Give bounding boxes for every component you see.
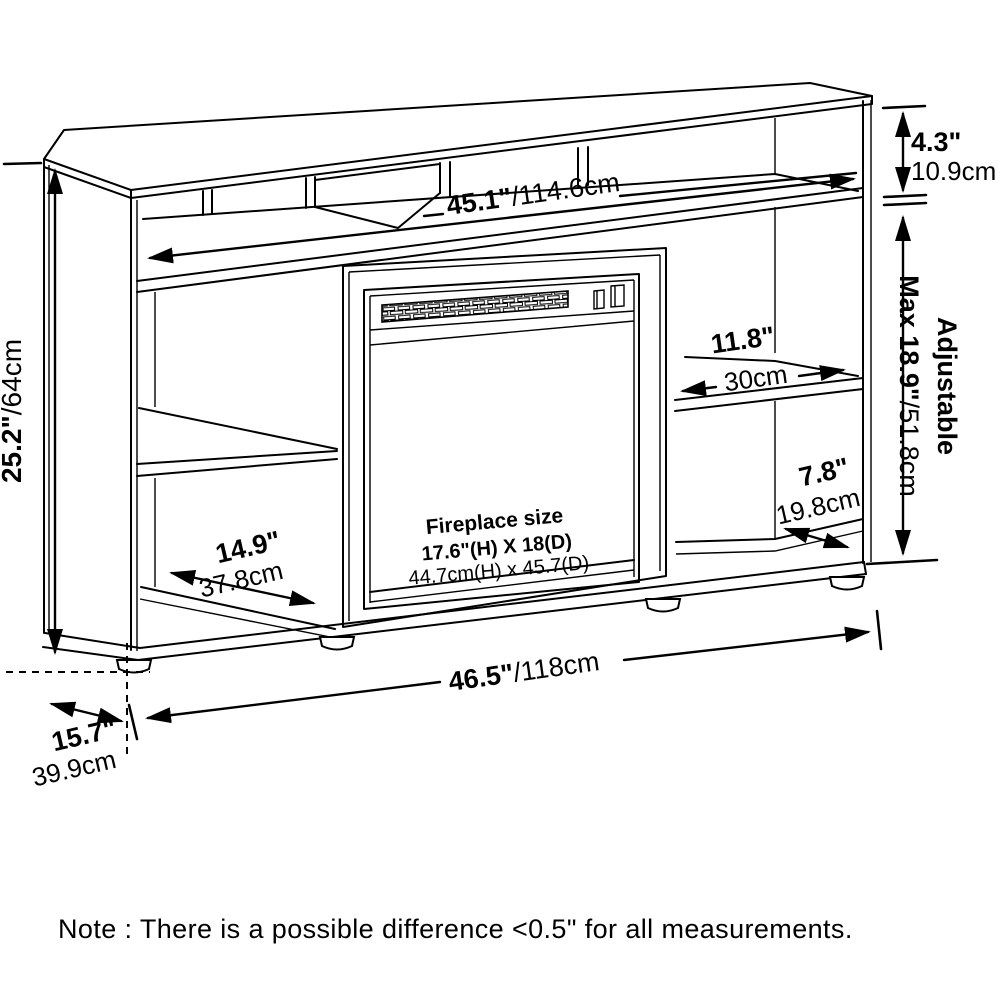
foot xyxy=(115,659,153,674)
cabinet-structure: Fireplace size 17.6"(H) X 18(D) 44.7cm(H… xyxy=(42,82,873,674)
control-buttons xyxy=(593,284,625,310)
foot xyxy=(318,636,356,651)
fireplace-insert: Fireplace size 17.6"(H) X 18(D) 44.7cm(H… xyxy=(342,247,667,628)
foot xyxy=(828,576,866,591)
left-side-panel xyxy=(43,165,138,651)
top-gap-inches: 4.3" xyxy=(911,127,961,157)
right-shelf-depth-cm: 19.8cm xyxy=(773,482,863,530)
dimension-left-shelf-width: 14.9" 37.8cm xyxy=(169,525,316,607)
right-floor xyxy=(675,518,864,555)
right-shelf-width-inches: 11.8" xyxy=(709,321,776,360)
dimension-overall-width: 46.5"/118cm xyxy=(145,609,883,724)
right-shelf-width-cm: 30cm xyxy=(722,359,789,398)
base-plinth xyxy=(42,561,867,674)
left-middle-shelf xyxy=(136,407,338,477)
top-gap-cm: 10.9cm xyxy=(911,156,996,186)
adjustable-word: Adjustable xyxy=(932,317,962,455)
dimension-side-depth: 15.7" 39.9cm xyxy=(29,701,139,792)
mesh-grille xyxy=(381,290,569,323)
note: Note : There is a possible difference <0… xyxy=(58,914,853,944)
overall-width-label: 46.5"/118cm xyxy=(447,646,602,697)
glass-panel xyxy=(369,320,635,603)
shelf-width-label: 45.1"/114.6cm xyxy=(445,167,622,221)
foot xyxy=(644,598,682,613)
overall-height-label: 25.2"/64cm xyxy=(0,339,27,483)
adjustable-height-label: Max 18.9"/51.8cm xyxy=(894,275,924,496)
right-side-panel xyxy=(862,100,872,564)
dimension-adjustable-height: Max 18.9"/51.8cm Adjustable xyxy=(865,215,962,566)
dimension-right-shelf-width: 11.8" 30cm xyxy=(680,321,846,398)
dimension-top-gap: 4.3" 10.9cm xyxy=(881,104,996,207)
top-panel xyxy=(43,82,873,199)
dimension-overall-height: 25.2"/64cm xyxy=(0,161,150,757)
fireplace-size-label: Fireplace size 17.6"(H) X 18(D) 44.7cm(H… xyxy=(408,504,590,590)
dimension-right-shelf-depth: 7.8" 19.8cm xyxy=(773,452,863,549)
